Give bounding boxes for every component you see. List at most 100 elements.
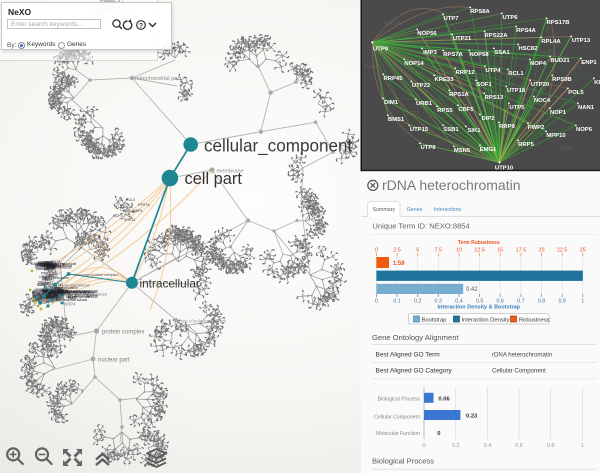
svg-text:MPP10: MPP10 [546, 133, 566, 139]
svg-text:UTP7: UTP7 [443, 16, 459, 22]
svg-text:0.4: 0.4 [455, 299, 463, 305]
svg-text:SIK1: SIK1 [467, 128, 481, 134]
svg-text:NOP12: NOP12 [76, 290, 87, 294]
svg-text:0.3: 0.3 [435, 299, 443, 305]
svg-text:RPL5: RPL5 [48, 262, 56, 266]
svg-text:CBF5: CBF5 [133, 209, 142, 213]
svg-text:RPL5: RPL5 [32, 291, 40, 295]
svg-text:PWP1: PWP1 [41, 272, 50, 276]
svg-text:MAK11: MAK11 [39, 262, 49, 266]
svg-text:NOP7: NOP7 [42, 282, 51, 286]
svg-text:MAK21: MAK21 [57, 289, 68, 293]
svg-text:RLP7: RLP7 [41, 301, 49, 305]
svg-text:UTP9: UTP9 [44, 277, 52, 281]
svg-text:ERB1: ERB1 [69, 291, 78, 295]
svg-text:1: 1 [581, 443, 584, 449]
svg-text:RPL5: RPL5 [46, 297, 54, 301]
svg-text:RPL25A: RPL25A [56, 291, 69, 295]
svg-text:5: 5 [416, 248, 419, 254]
svg-text:RPS1A: RPS1A [47, 271, 61, 276]
svg-text:10: 10 [456, 248, 462, 254]
svg-text:SSA1: SSA1 [494, 50, 510, 56]
svg-text:NOP2: NOP2 [113, 214, 123, 218]
svg-text:Robustness: Robustness [519, 317, 550, 323]
svg-text:intracellular: intracellular [140, 277, 200, 291]
svg-text:MSN5: MSN5 [454, 148, 471, 154]
svg-text:RPS5: RPS5 [437, 108, 453, 114]
svg-text:RPS8A: RPS8A [470, 9, 490, 15]
svg-text:RPS7A: RPS7A [138, 203, 150, 207]
svg-text:YTM1: YTM1 [45, 261, 54, 265]
svg-text:KRE33: KRE33 [435, 77, 455, 83]
svg-text:RPL3: RPL3 [68, 294, 76, 298]
svg-text:2.5: 2.5 [393, 248, 401, 254]
svg-text:Cellular Component: Cellular Component [492, 368, 546, 375]
svg-text:site of polarized growth: site of polarized growth [181, 318, 227, 323]
svg-text:RLP7: RLP7 [52, 297, 60, 301]
svg-text:RPL4A: RPL4A [59, 289, 70, 293]
svg-text:LSG1: LSG1 [56, 288, 64, 292]
svg-text:RPL11: RPL11 [40, 264, 50, 268]
svg-text:cell part: cell part [185, 170, 243, 188]
svg-text:RPL25A: RPL25A [84, 290, 97, 294]
svg-text:TIF6: TIF6 [48, 264, 55, 268]
svg-text:RPS1A: RPS1A [40, 290, 51, 294]
svg-text:0.8: 0.8 [538, 299, 546, 305]
svg-text:0.23: 0.23 [466, 414, 478, 420]
svg-text:40S ribosomal subunit: 40S ribosomal subunit [46, 290, 78, 294]
svg-text:66S preribosome: 66S preribosome [66, 295, 91, 299]
svg-text:UTP9: UTP9 [373, 47, 389, 53]
svg-text:RRP7: RRP7 [560, 146, 574, 152]
svg-text:RPL5: RPL5 [48, 292, 56, 296]
svg-text:MAK5: MAK5 [53, 294, 62, 298]
svg-text:DBP10: DBP10 [46, 274, 56, 278]
svg-text:Best Aligned GO Term: Best Aligned GO Term [376, 352, 440, 359]
svg-text:TIF6: TIF6 [44, 267, 51, 271]
svg-text:RPL4A: RPL4A [51, 260, 62, 264]
svg-text:DBP10: DBP10 [44, 267, 54, 271]
svg-text:RPL10: RPL10 [50, 289, 60, 293]
svg-text:PWP2: PWP2 [528, 125, 545, 131]
svg-text:BUD21: BUD21 [550, 58, 570, 64]
svg-text:0: 0 [375, 299, 378, 305]
svg-text:Biological Process: Biological Process [372, 457, 434, 466]
svg-text:ERB1: ERB1 [46, 266, 55, 270]
svg-text:40S ribosomal subunit: 40S ribosomal subunit [56, 298, 88, 302]
svg-text:NOP7: NOP7 [45, 292, 54, 296]
svg-text:PWP2: PWP2 [363, 65, 378, 71]
svg-text:SOF1: SOF1 [476, 82, 492, 88]
svg-text:RPL3: RPL3 [66, 291, 74, 295]
svg-text:0.06: 0.06 [438, 396, 450, 402]
svg-text:RPL5: RPL5 [48, 292, 56, 296]
svg-text:PWP1: PWP1 [54, 295, 63, 299]
svg-text:Biological Process: Biological Process [378, 396, 421, 402]
svg-text:ERB1: ERB1 [43, 292, 52, 296]
svg-text:0: 0 [437, 431, 440, 437]
svg-text:UTP5: UTP5 [509, 105, 525, 111]
svg-text:40S ribosomal subunit: 40S ribosomal subunit [45, 262, 77, 266]
svg-text:RLP24: RLP24 [37, 293, 47, 297]
svg-text:mitochondrial part: mitochondrial part [135, 76, 181, 82]
svg-text:MAK11: MAK11 [79, 291, 89, 295]
svg-text:SPB4: SPB4 [44, 263, 52, 267]
svg-text:UTP9: UTP9 [48, 291, 56, 295]
svg-text:RPL5: RPL5 [46, 264, 54, 268]
svg-text:YTM1: YTM1 [50, 296, 59, 300]
svg-text:SSF1: SSF1 [43, 289, 51, 293]
svg-text:RPL4A: RPL4A [383, 21, 400, 27]
svg-text:DIM1: DIM1 [384, 100, 399, 106]
svg-text:0: 0 [423, 443, 426, 449]
svg-text:Interaction Density: Interaction Density [462, 317, 510, 323]
svg-text:ribosomal subunit: ribosomal subunit [59, 283, 90, 288]
svg-text:NOP6: NOP6 [576, 127, 593, 133]
svg-text:ERB1: ERB1 [44, 289, 53, 293]
svg-text:UTP15: UTP15 [410, 127, 429, 133]
svg-text:Interactions: Interactions [434, 207, 462, 213]
svg-text:?: ? [139, 23, 143, 30]
svg-text:SSF1: SSF1 [47, 264, 55, 268]
svg-text:NSA2: NSA2 [37, 283, 46, 287]
svg-text:BMS1: BMS1 [388, 117, 405, 123]
svg-text:RPF2: RPF2 [33, 299, 41, 303]
svg-text:POL5: POL5 [568, 90, 584, 96]
svg-text:Term Robustness: Term Robustness [458, 240, 500, 246]
